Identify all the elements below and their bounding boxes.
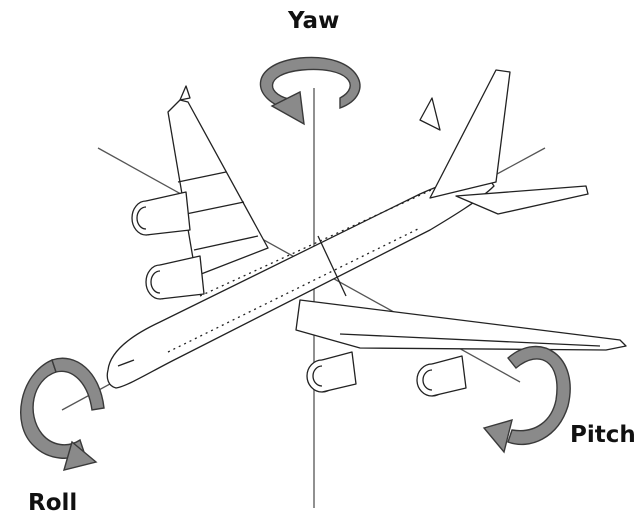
right-wing-flap (339, 333, 601, 347)
roll-arrowhead (62, 440, 98, 471)
fuselage (106, 171, 495, 389)
yaw-arrow-band (259, 56, 361, 111)
pitch-arrowhead (482, 418, 513, 454)
yaw-label: Yaw (288, 8, 340, 34)
roll-arrow (20, 357, 105, 471)
door-line (317, 235, 347, 297)
horizontal-stabilizer (455, 185, 589, 215)
left-wing-flap (177, 171, 259, 251)
tail-fin-left (419, 97, 441, 131)
yaw-arrowhead (270, 90, 305, 126)
roll-arrow-band (20, 359, 85, 459)
roll-arrow-band-top (51, 357, 105, 411)
right-wing (295, 299, 627, 351)
pitch-arrow (482, 345, 571, 454)
right-engines (306, 351, 467, 397)
airplane (106, 69, 627, 397)
left-wing (167, 99, 269, 277)
left-engines (131, 191, 205, 300)
left-winglet (179, 85, 191, 101)
vertical-stabilizer (429, 69, 511, 199)
pitch-label: Pitch (570, 422, 636, 448)
cockpit-window (117, 359, 135, 367)
pitch-arrow-band (507, 345, 571, 446)
roll-label: Roll (28, 490, 78, 516)
yaw-arrow (259, 56, 361, 126)
